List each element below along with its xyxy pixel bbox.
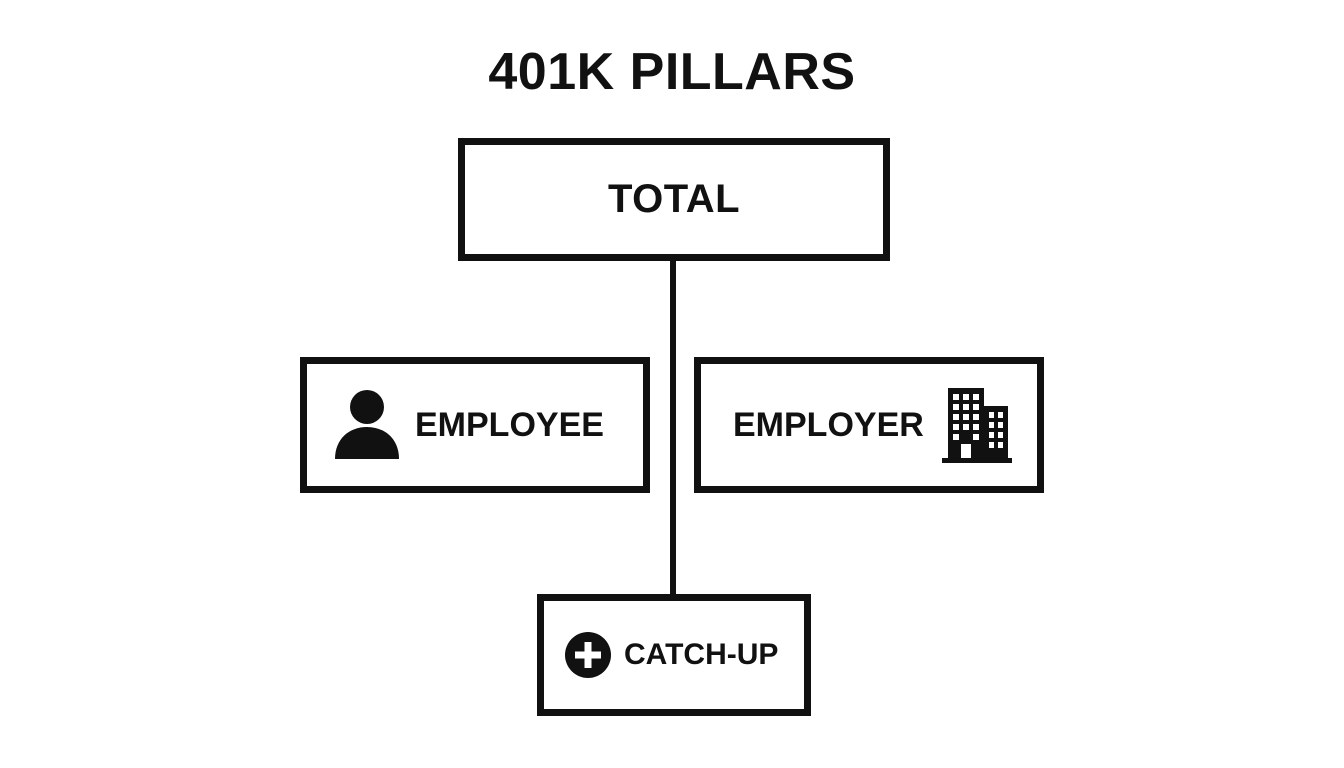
- person-icon: [333, 389, 401, 461]
- node-employee-label: EMPLOYEE: [415, 405, 604, 444]
- diagram-title: 401K PILLARS: [488, 43, 856, 101]
- connector-line: [670, 258, 676, 598]
- node-employer: EMPLOYER: [694, 357, 1044, 493]
- node-catchup: CATCH-UP: [537, 594, 811, 716]
- node-total-label: TOTAL: [607, 177, 741, 221]
- node-employer-label: EMPLOYER: [733, 405, 924, 444]
- node-total: TOTAL: [458, 138, 890, 261]
- building-icon: [941, 386, 1012, 464]
- node-employee: EMPLOYEE: [300, 357, 650, 493]
- plus-circle-icon: [564, 631, 612, 679]
- node-catchup-label: CATCH-UP: [624, 638, 779, 671]
